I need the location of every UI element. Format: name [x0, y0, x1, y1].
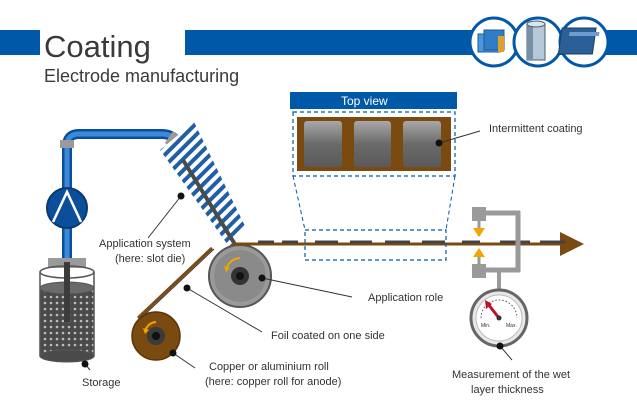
application-system-callout-dot: [177, 192, 185, 200]
copper-roll-callout-line: [172, 352, 196, 369]
zoom-selection-box: [304, 229, 447, 261]
header-band-left: [0, 30, 40, 55]
top-view-header: [290, 92, 457, 109]
top-view-label: Top view: [341, 94, 388, 108]
top-view-strip: [297, 117, 451, 171]
label-copper-roll: Copper or aluminium roll: [209, 361, 329, 373]
foil-coated-callout-line: [186, 287, 263, 333]
thickness-gauge: Min. Max.: [469, 288, 529, 348]
storage-tank: [39, 258, 95, 363]
cylindrical-cell-icon: [512, 16, 564, 68]
zoom-guide-left: [292, 175, 306, 231]
label-measurement-2: layer thickness: [471, 384, 544, 396]
label-storage: Storage: [82, 377, 121, 389]
page-subtitle: Electrode manufacturing: [44, 66, 239, 86]
foil-lower-edge: [139, 248, 215, 320]
coated-foil-strip: [232, 232, 584, 256]
intermittent-callout-dot: [435, 139, 443, 147]
measurement-frame: [472, 207, 521, 290]
label-application-role: Application role: [368, 292, 443, 304]
label-intermittent-coating: Intermittent coating: [489, 123, 583, 135]
gauge-max-label: Max.: [506, 323, 517, 329]
label-copper-roll-note: (here: copper roll for anode): [205, 376, 341, 388]
copper-roll: [131, 311, 181, 361]
prismatic-cell-icon: [557, 16, 610, 68]
label-application-system: Application system: [99, 238, 191, 250]
foil-lower: [136, 246, 214, 320]
application-roll: [208, 244, 272, 308]
storage-callout-dot: [81, 360, 89, 368]
label-measurement: Measurement of the wet: [452, 369, 570, 381]
application-roll-callout-line: [261, 277, 353, 298]
pump: [46, 187, 88, 229]
copper-roll-callout-dot: [169, 349, 177, 357]
zoom-guide-right: [445, 175, 456, 231]
measurement-callout-dot: [496, 342, 504, 350]
application-system-callout-line: [147, 195, 182, 239]
page-title: Coating: [44, 29, 151, 64]
intermittent-callout-line: [438, 130, 481, 144]
foil-coated-callout-dot: [183, 284, 191, 292]
gauge-min-label: Min.: [481, 323, 490, 329]
label-application-system-note: (here: slot die): [115, 253, 185, 265]
application-roll-callout-dot: [258, 274, 266, 282]
slot-die: [160, 122, 245, 248]
cell-stack-icon: [468, 16, 520, 68]
top-view-frame: [292, 111, 456, 177]
label-foil-coated: Foil coated on one side: [271, 330, 385, 342]
